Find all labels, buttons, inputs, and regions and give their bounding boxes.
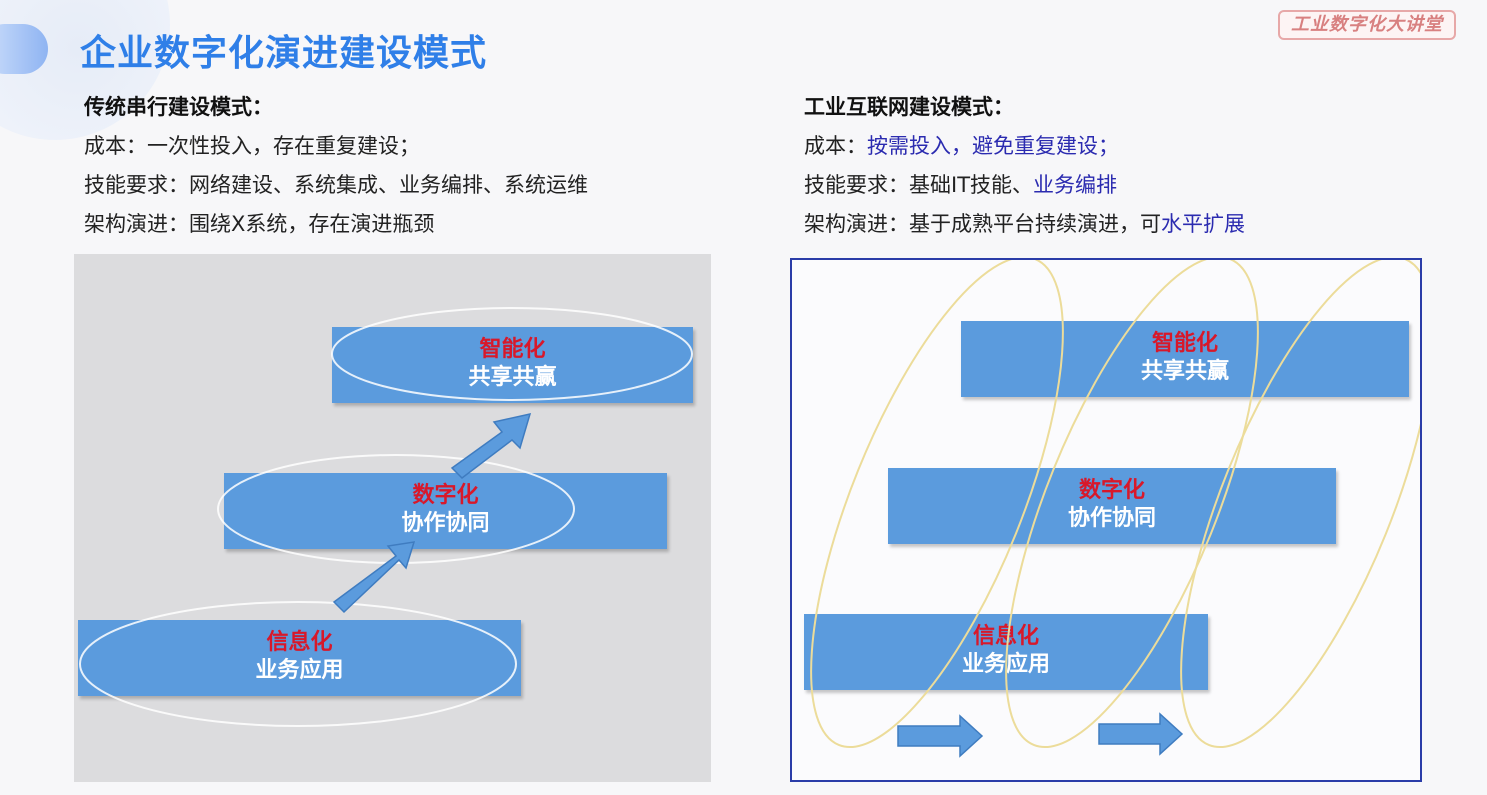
- skill-text-highlight: 业务编排: [1033, 173, 1118, 197]
- stage-bar-digital: 数字化 协作协同: [888, 468, 1336, 544]
- page-title: 企业数字化演进建设模式: [80, 33, 488, 74]
- arch-text-highlight: 水平扩展: [1161, 212, 1245, 236]
- arch-label: 架构演进：: [84, 212, 189, 236]
- iiot-cost-line: 成本：按需投入，避免重复建设；: [804, 127, 1245, 166]
- stage-title: 智能化: [1151, 331, 1218, 356]
- iiot-skill-line: 技能要求：基础IT技能、业务编排: [804, 166, 1245, 205]
- stage-bar-information: 信息化 业务应用: [78, 620, 521, 696]
- traditional-mode-description: 传统串行建设模式： 成本：一次性投入，存在重复建设； 技能要求：网络建设、系统集…: [84, 88, 588, 244]
- arch-text: 围绕X系统，存在演进瓶颈: [189, 212, 435, 236]
- brand-logo: 工业数字化大讲堂: [1278, 10, 1456, 40]
- cost-label: 成本：: [84, 134, 147, 158]
- cost-text: 一次性投入，存在重复建设；: [147, 134, 420, 158]
- skill-text: 网络建设、系统集成、业务编排、系统运维: [189, 173, 588, 197]
- traditional-arch-line: 架构演进：围绕X系统，存在演进瓶颈: [84, 205, 588, 244]
- stage-title: 数字化: [412, 483, 479, 508]
- stage-subtitle: 协作协同: [1067, 506, 1156, 531]
- stage-title: 数字化: [1078, 478, 1145, 503]
- stage-bar-information: 信息化 业务应用: [804, 614, 1208, 690]
- skill-label: 技能要求：: [84, 173, 189, 197]
- traditional-skill-line: 技能要求：网络建设、系统集成、业务编排、系统运维: [84, 166, 588, 205]
- stage-subtitle: 共享共赢: [468, 365, 557, 390]
- title-accent-pill: [0, 24, 48, 74]
- upgrade-arrow-lower: [332, 541, 416, 614]
- horizontal-arrow-1: [897, 714, 984, 758]
- stage-bar-intelligent: 智能化 共享共赢: [961, 321, 1409, 397]
- skill-label: 技能要求：: [804, 173, 909, 197]
- stage-bar-intelligent: 智能化 共享共赢: [332, 327, 693, 403]
- stage-subtitle: 协作协同: [401, 511, 490, 536]
- cost-label: 成本：: [804, 134, 867, 158]
- stage-bar-digital: 数字化 协作协同: [224, 473, 667, 549]
- cost-text-highlight: 按需投入，避免重复建设；: [867, 134, 1119, 158]
- traditional-cost-line: 成本：一次性投入，存在重复建设；: [84, 127, 588, 166]
- horizontal-arrow-2: [1098, 712, 1184, 756]
- iiot-mode-heading: 工业互联网建设模式：: [804, 95, 1014, 119]
- skill-text: 基础IT技能、: [909, 173, 1034, 197]
- iiot-mode-diagram: 智能化 共享共赢 数字化 协作协同 信息化 业务应用: [790, 258, 1422, 782]
- stage-title: 智能化: [479, 337, 546, 362]
- stage-subtitle: 业务应用: [961, 652, 1050, 677]
- traditional-mode-diagram: 智能化 共享共赢 数字化 协作协同 信息化 业务应用: [74, 254, 711, 782]
- stage-subtitle: 共享共赢: [1140, 359, 1229, 384]
- stage-title: 信息化: [266, 630, 333, 655]
- iiot-mode-description: 工业互联网建设模式： 成本：按需投入，避免重复建设； 技能要求：基础IT技能、业…: [804, 88, 1245, 244]
- arch-text: 基于成熟平台持续演进，可: [909, 212, 1161, 236]
- arch-label: 架构演进：: [804, 212, 909, 236]
- stage-subtitle: 业务应用: [255, 658, 344, 683]
- stage-title: 信息化: [972, 624, 1039, 649]
- upgrade-arrow-upper: [450, 412, 532, 479]
- traditional-mode-heading: 传统串行建设模式：: [84, 95, 273, 119]
- iiot-arch-line: 架构演进：基于成熟平台持续演进，可水平扩展: [804, 205, 1245, 244]
